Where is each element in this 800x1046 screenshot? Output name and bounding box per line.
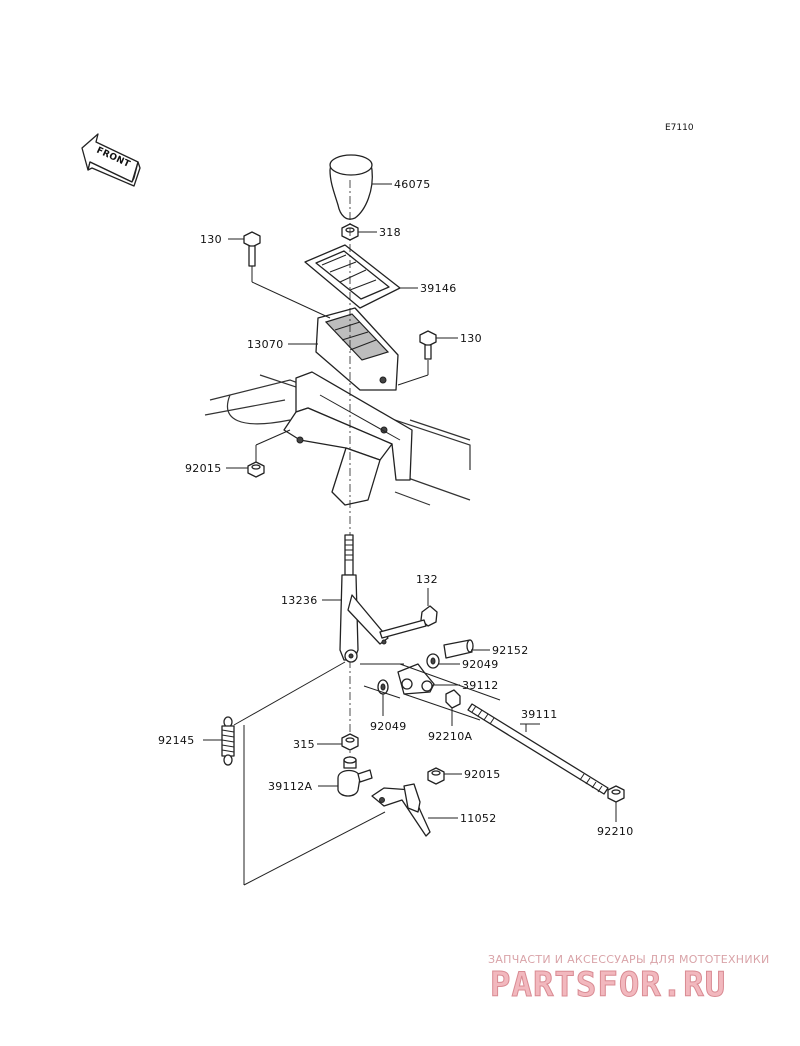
spring-leader-lines [233,661,386,886]
shift-lever [322,534,389,663]
label-132: 132 [416,573,438,586]
label-13070: 13070 [247,338,284,351]
nut-318 [341,223,377,241]
part-labels: 46075 318 130 39146 130 13070 92015 132 … [158,178,634,838]
bolt-130-right [419,330,458,360]
label-318: 318 [379,226,401,239]
label-92015-upper: 92015 [185,462,222,475]
nut-92015-lower [427,767,462,785]
label-92210: 92210 [597,825,634,838]
label-315: 315 [293,738,315,751]
label-130-left: 130 [200,233,222,246]
label-39111: 39111 [521,708,558,721]
nut-92210 [607,785,625,822]
label-92210A: 92210A [428,730,472,743]
bolt-132 [379,588,438,639]
shift-knob [329,154,392,220]
shift-arm-assembly [377,639,490,726]
bracket-11052 [371,783,458,837]
label-92049-upper: 92049 [462,658,499,671]
label-92049-lower: 92049 [370,720,407,733]
label-39112: 39112 [462,679,499,692]
label-92015-lower: 92015 [464,768,501,781]
front-arrow-icon: FRONT [81,133,141,187]
label-130-right: 130 [460,332,482,345]
label-92145: 92145 [158,734,195,747]
watermark-tagline: ЗАПЧАСТИ И АКСЕССУАРЫ ДЛЯ МОТОТЕХНИКИ [488,953,770,966]
label-92152: 92152 [492,644,529,657]
label-39146: 39146 [420,282,457,295]
label-11052: 11052 [460,812,497,825]
bolt-130-left [228,231,261,267]
ball-joint [318,756,373,797]
label-39112A: 39112A [268,780,312,793]
nut-315 [317,733,359,751]
linkage-box [360,663,501,721]
watermark-brand: PARTSFOR.RU [490,965,726,1005]
leader-lines-upper [251,266,429,386]
shift-bracket [283,371,413,506]
shift-guide [288,307,399,391]
watermark: ЗАПЧАСТИ И АКСЕССУАРЫ ДЛЯ МОТОТЕХНИКИ PA… [488,953,770,1006]
diagram-code: E7110 [665,123,694,133]
label-13236: 13236 [281,594,318,607]
return-spring [203,716,235,766]
shift-rod [467,703,609,795]
shift-boot [304,244,418,309]
label-46075: 46075 [394,178,431,191]
nut-92015-upper [226,429,291,478]
